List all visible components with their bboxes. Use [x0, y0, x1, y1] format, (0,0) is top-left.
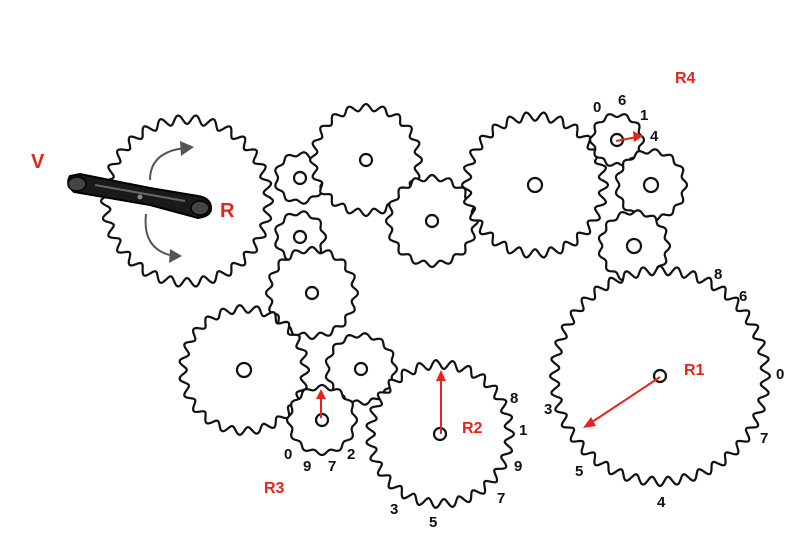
- dial-r1-digit: 6: [739, 288, 747, 305]
- gear-r1: [548, 264, 772, 488]
- rotation-arrow-bottom: [144, 213, 182, 263]
- dial-r1-digit: 4: [657, 494, 666, 511]
- pointer-arrow-r2: [436, 370, 446, 434]
- dial-r2-digit: 5: [429, 514, 437, 531]
- gear-lower-mid: [324, 332, 399, 406]
- gear-r3: [285, 383, 359, 457]
- dial-r3-digit: 9: [303, 458, 311, 475]
- dial-r2-digit: 7: [497, 490, 505, 507]
- pointer-arrow-r4: [615, 131, 643, 142]
- gear-right-upper-hub: [642, 176, 660, 194]
- gear-center-hub: [304, 285, 320, 301]
- crank-handle: [67, 172, 213, 220]
- gear-small-b-hub: [292, 229, 308, 245]
- pointer-arrow-r3: [316, 389, 326, 418]
- gear-upper-right-hub: [526, 176, 544, 194]
- label-r4: R4: [675, 70, 696, 87]
- dial-r1-digit: 8: [714, 266, 722, 283]
- gear-lower-mid-hub: [353, 361, 369, 377]
- gears: [99, 102, 772, 509]
- gear-right-upper: [614, 148, 689, 222]
- dial-r3-digit: 0: [284, 446, 292, 463]
- gear-center: [264, 245, 360, 341]
- dial-r4-digit: 4: [650, 128, 659, 145]
- label-r2: R2: [462, 420, 483, 437]
- label-r: R: [220, 200, 235, 222]
- label-r3: R3: [264, 480, 285, 497]
- label-v: V: [31, 151, 45, 173]
- dial-r2-digit: 1: [519, 422, 527, 439]
- pointer-arrow-r1: [583, 376, 661, 428]
- gear-upper-mid-hub: [358, 152, 374, 168]
- dial-r1-digit: 5: [575, 463, 583, 480]
- gear-small-a-hub: [292, 170, 308, 186]
- dial-r4-digit: 0: [593, 99, 601, 116]
- label-r1: R1: [684, 362, 705, 379]
- dial-r4-digit: 1: [640, 107, 648, 124]
- gear-left-lower: [178, 304, 311, 436]
- gear-upper-right: [460, 111, 610, 259]
- dial-r2-digit: 8: [510, 390, 518, 407]
- gear-mid: [384, 173, 480, 269]
- dial-r4-digit: 6: [618, 92, 626, 109]
- dial-r2-digit: 3: [390, 501, 398, 518]
- dial-r1-digit: 3: [544, 401, 552, 418]
- dial-r3-digit: 7: [328, 458, 336, 475]
- dial-r2-digit: 9: [514, 458, 522, 475]
- dial-r1-digit: 7: [760, 430, 768, 447]
- gear-mid-hub: [424, 213, 440, 229]
- dial-r3-digit: 2: [347, 446, 355, 463]
- gear-right-lower-hub: [625, 237, 643, 255]
- dial-r1-digit: 0: [776, 366, 784, 383]
- gear-left-lower-hub: [235, 361, 253, 379]
- rotation-arrow-top: [149, 141, 194, 181]
